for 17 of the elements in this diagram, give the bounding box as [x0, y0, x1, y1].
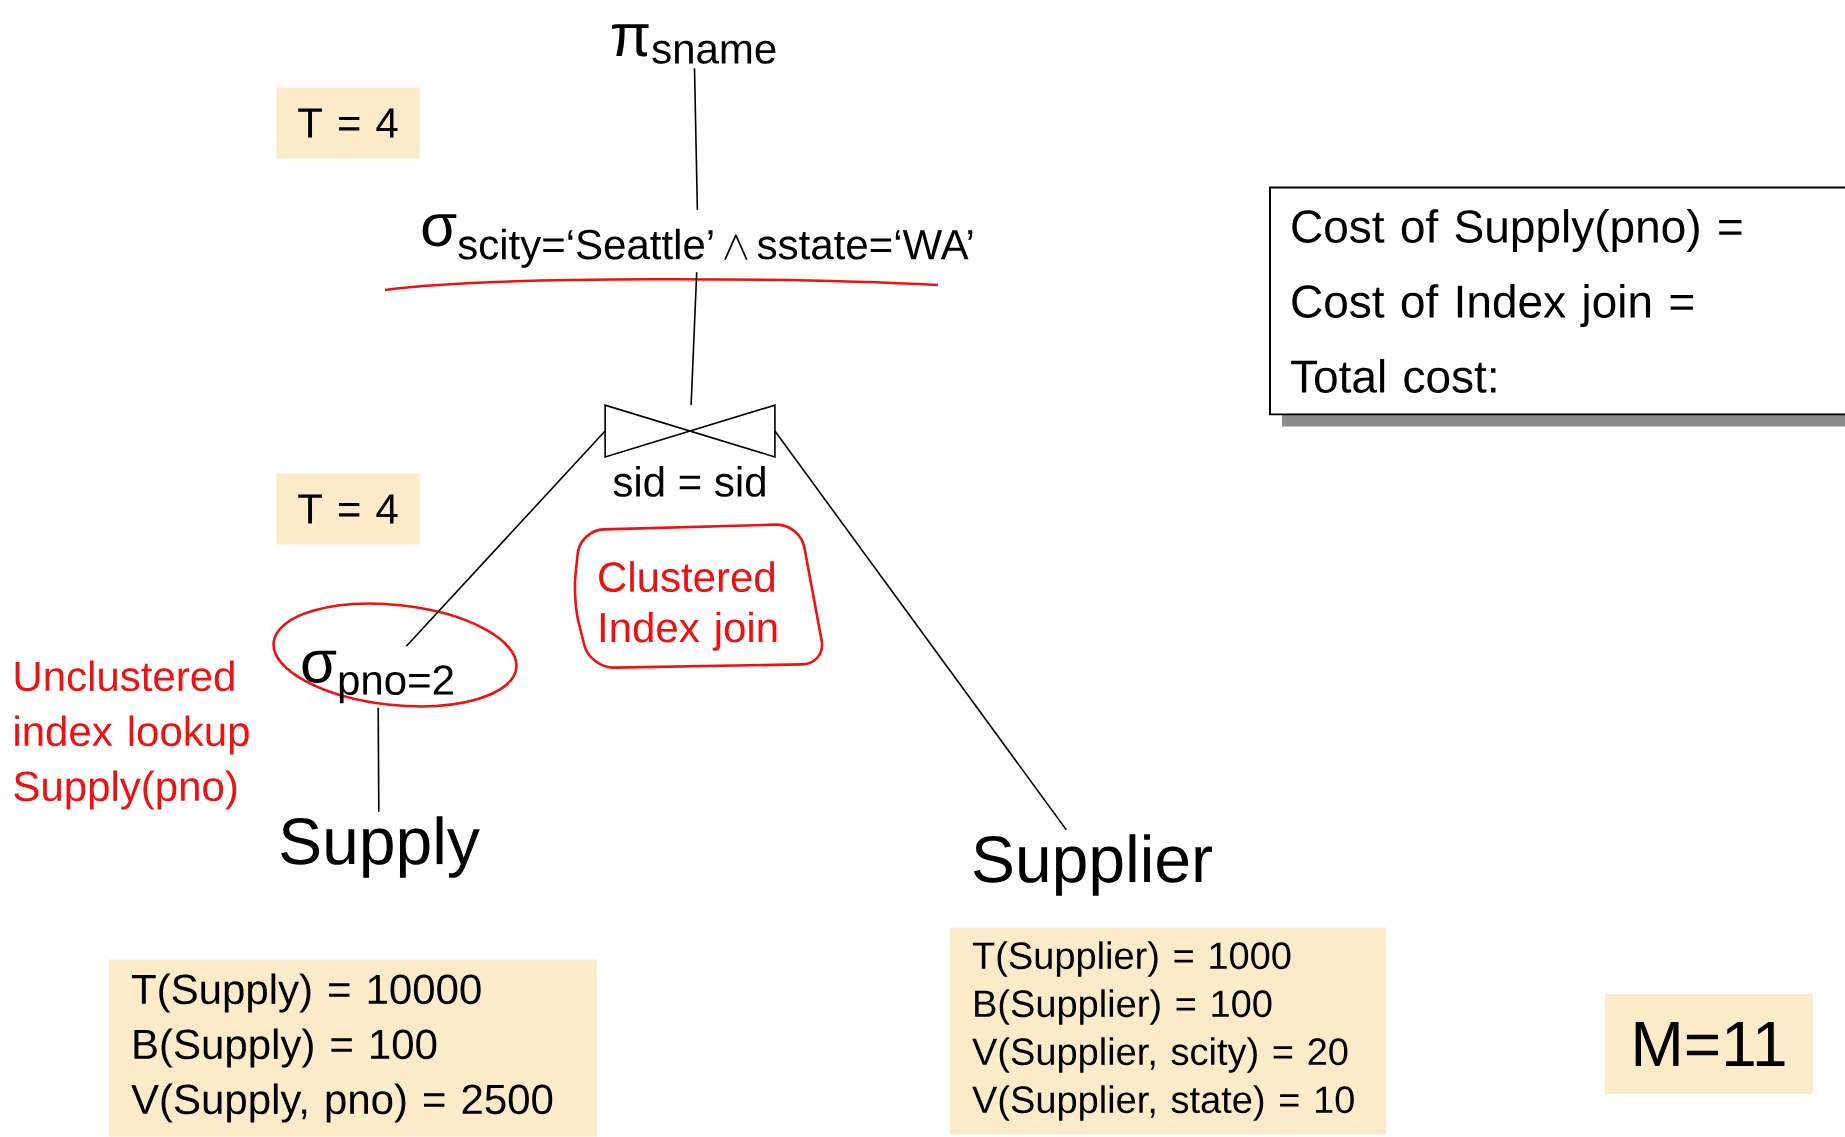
- edge-line: [377, 706, 380, 813]
- cost-box: Cost of Supply(pno) = Cost of Index join = Total cost:: [1269, 186, 1845, 427]
- note-box: T = 4: [276, 473, 420, 545]
- projection-operator: $\text{π}_{\text{sname}}$: [612, 24, 776, 64]
- selection-operator: $\text{σ}_{\text{pno=2}}$: [302, 650, 453, 704]
- annotation-text: Unclustered index lookup Supply(pno): [14, 660, 249, 810]
- relation-label: Supply: [281, 816, 480, 878]
- edge-line: [405, 430, 606, 648]
- edge-line: [693, 67, 699, 211]
- note-box: T = 4: [276, 87, 420, 159]
- edge-line: [774, 430, 1068, 831]
- annotation-box: Clustered Index join: [573, 523, 824, 669]
- stats-box: T(Supply) = 10000 B(Supply) = 100 V(Supply, pno) = 2500: [109, 959, 597, 1137]
- relation-label: Supplier: [973, 834, 1212, 896]
- selection-operator: $\text{σ}_{\text{scity=‘Seattle’}\,\wedge\,\text{sstate=‘WA’}}$: [422, 214, 973, 268]
- note-box: M=11: [1605, 994, 1813, 1094]
- stats-box: T(Supplier) = 1000 B(Supplier) = 100 V(Supplier, scity) = 20 V(Supplier, state) = 10: [950, 927, 1386, 1135]
